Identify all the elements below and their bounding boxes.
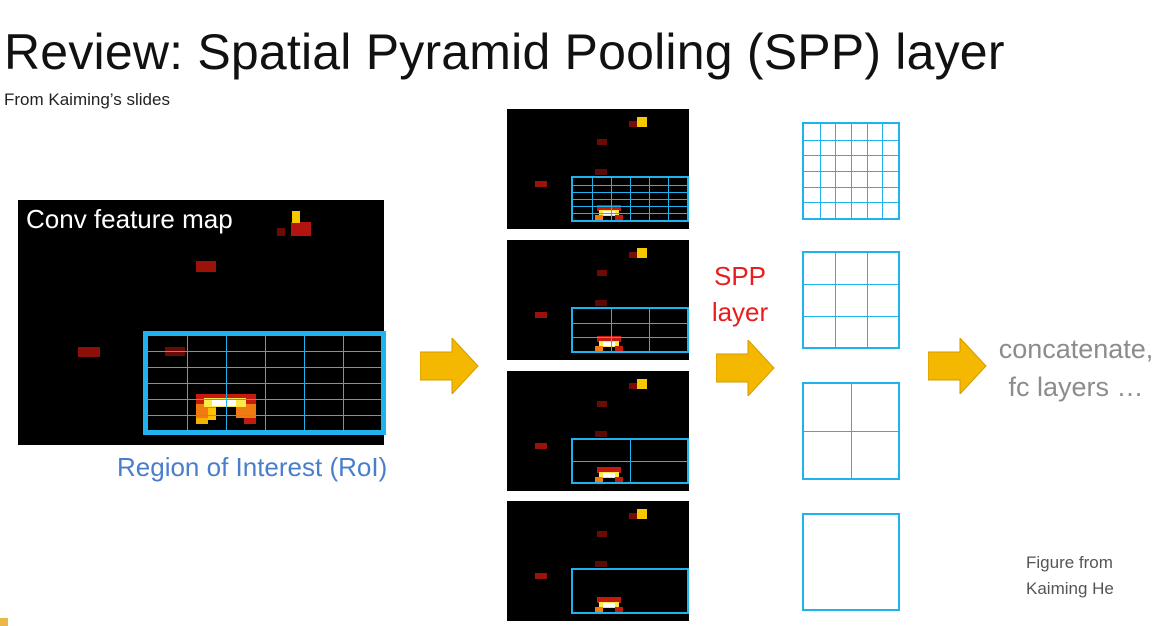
slide-subtitle: From Kaiming’s slides (4, 90, 170, 109)
activation-pixel (637, 509, 647, 519)
activation-pixel (244, 418, 256, 424)
activation-pixel (603, 473, 615, 477)
activation-pixel (603, 603, 615, 607)
activation-pixel (535, 443, 547, 449)
roi-grid (148, 336, 381, 430)
activation-pixel (597, 597, 621, 603)
pooling-grid (571, 176, 689, 222)
activation-pixel (595, 300, 607, 306)
activation-pixel (292, 211, 300, 223)
feature-map-label: Conv feature map (26, 204, 233, 234)
output-label: concatenate, fc layers … (992, 330, 1160, 406)
spp-bin-grid-6x6 (802, 122, 900, 220)
pooling-grid (571, 438, 689, 484)
activation-pixel (595, 561, 607, 567)
activation-pixel (535, 573, 547, 579)
spp-bin-grid-1x1 (802, 513, 900, 611)
activation-pixel (597, 139, 607, 145)
logo-fragment (0, 618, 8, 626)
pooling-grid (571, 307, 689, 353)
spp-label-line1: SPP (713, 261, 767, 291)
activation-pixel (196, 418, 208, 424)
activation-pixel (615, 346, 623, 352)
roi-label: Region of Interest (RoI) (117, 452, 388, 482)
activation-pixel (236, 404, 256, 418)
arrow-right-icon (716, 340, 775, 396)
credit-line1: Figure from (1026, 553, 1113, 572)
activation-pixel (597, 467, 621, 473)
credit-line2: Kaiming He (1026, 579, 1114, 598)
activation-pixel (595, 607, 603, 613)
activation-pixel (597, 336, 621, 342)
conv-feature-map: Conv feature map (18, 200, 384, 445)
activation-pixel (212, 400, 236, 406)
activation-pixel (208, 408, 216, 420)
activation-pixel (595, 169, 607, 175)
activation-pixel (597, 270, 607, 276)
activation-pixel (595, 346, 603, 352)
activation-pixel (595, 431, 607, 437)
activation-pixel (629, 252, 637, 258)
activation-pixel (615, 215, 623, 221)
output-label-line2: fc layers … (1008, 372, 1144, 402)
activation-pixel (597, 205, 621, 211)
activation-pixel (637, 379, 647, 389)
pooled-feature-map (507, 240, 689, 360)
pooled-feature-map (507, 371, 689, 491)
activation-pixel (277, 228, 285, 236)
activation-pixel (603, 342, 615, 346)
activation-pixel (196, 261, 216, 272)
activation-pixel (597, 531, 607, 537)
arrow-right-icon (928, 338, 987, 394)
activation-pixel (597, 401, 607, 407)
activation-pixel (78, 347, 100, 357)
activation-pixel (291, 222, 311, 236)
activation-pixel (629, 383, 637, 389)
slide-title: Review: Spatial Pyramid Pooling (SPP) la… (4, 24, 1005, 80)
roi-box (143, 331, 386, 435)
activation-pixel (535, 181, 547, 187)
spp-bin-grid-2x2 (802, 382, 900, 480)
activation-pixel (595, 477, 603, 483)
activation-pixel (535, 312, 547, 318)
activation-pixel (637, 117, 647, 127)
spp-bin-grid-3x3 (802, 251, 900, 349)
activation-pixel (629, 513, 637, 519)
spp-label-line2: layer (711, 297, 769, 327)
activation-pixel (637, 248, 647, 258)
activation-pixel (615, 477, 623, 483)
activation-pixel (629, 121, 637, 127)
output-label-line1: concatenate, (998, 334, 1154, 364)
arrow-right-icon (420, 338, 479, 394)
activation-pixel (595, 215, 603, 221)
pooled-feature-map (507, 109, 689, 229)
pooled-feature-map (507, 501, 689, 621)
pooling-grid (571, 568, 689, 614)
figure-credit: Figure from Kaiming He (1026, 550, 1114, 602)
activation-pixel (615, 607, 623, 613)
spp-layer-label: SPP layer (708, 258, 772, 330)
